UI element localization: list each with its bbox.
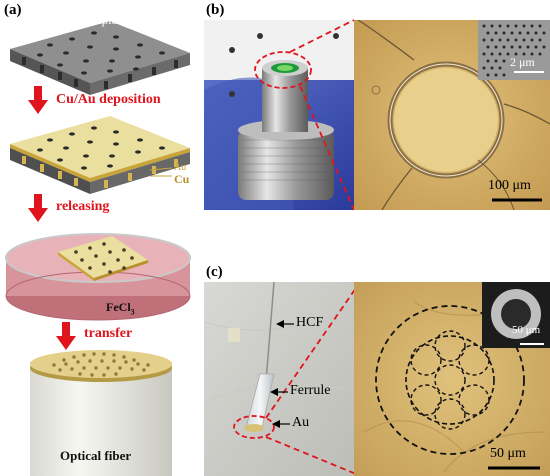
layer-au-label: Au <box>174 162 187 173</box>
arrow-down-icon <box>28 86 48 114</box>
si-template-block <box>10 21 190 95</box>
si-template-label: Si template <box>68 12 127 27</box>
fecl3-dish <box>5 233 191 321</box>
step-transfer-label: transfer <box>84 326 133 341</box>
hcf-ferrule-photo <box>204 282 354 476</box>
ferrule-label: Ferrule <box>290 383 331 398</box>
etchant-formula: FeCl <box>106 300 131 314</box>
coated-block <box>10 116 190 194</box>
layer-cu-label: Cu <box>174 172 190 186</box>
main-scale-label-c: 50 μm <box>490 446 526 461</box>
zoom-indicator-b <box>254 19 355 211</box>
step-releasing-label: releasing <box>56 199 110 214</box>
panel-label-b: (b) <box>206 2 225 18</box>
step-deposition-label: Cu/Au deposition <box>56 92 161 107</box>
au-label: Au <box>292 415 310 430</box>
microscope-image-b <box>354 20 550 210</box>
etchant-label: FeCl3 <box>106 300 135 316</box>
arrow-down-icon <box>28 194 48 222</box>
arrow-down-icon <box>56 322 76 350</box>
microscope-image-c <box>354 282 550 476</box>
optical-fiber <box>30 350 172 476</box>
panel-label-a: (a) <box>4 2 22 18</box>
panel-label-c: (c) <box>206 264 223 280</box>
main-scale-label-b: 100 μm <box>488 178 531 193</box>
etchant-subscript: 3 <box>130 307 135 317</box>
inset-scale-label-c: 50 μm <box>512 324 541 336</box>
optical-fiber-label: Optical fiber <box>60 448 132 463</box>
hcf-label: HCF <box>296 315 324 330</box>
inset-scale-label-b: 2 μm <box>510 55 535 69</box>
ferrule-photo <box>204 20 354 210</box>
zoom-indicator-c <box>233 287 357 475</box>
